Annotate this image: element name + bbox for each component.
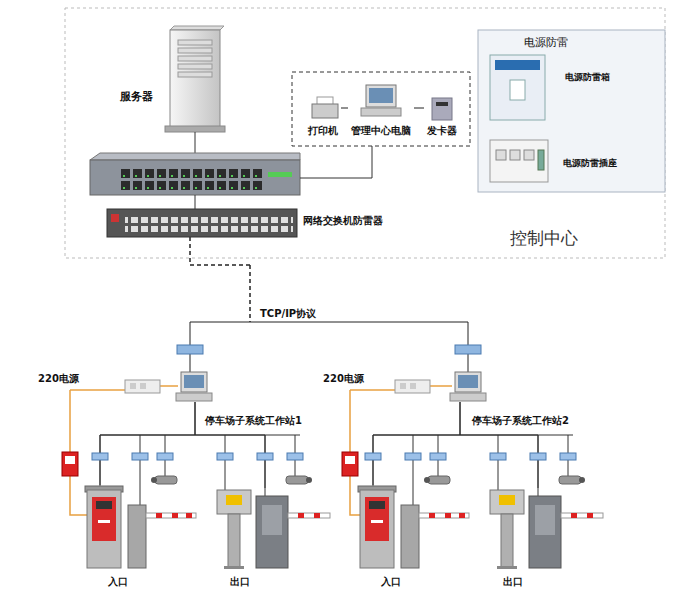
connector-segment	[250, 322, 468, 323]
node-label: 停车场子系统工作站1	[205, 415, 302, 427]
edge-label: TCP/IP协议	[258, 308, 318, 320]
pc-icon	[361, 85, 401, 116]
power-label: 220电源	[323, 373, 364, 385]
lane-equipment	[358, 435, 603, 569]
node-label: 电源防雷箱	[565, 72, 610, 83]
node-label: 管理中心电脑	[351, 125, 411, 137]
connector-segment	[190, 237, 191, 265]
connector-segment	[190, 322, 250, 323]
connector-segment	[190, 265, 250, 266]
node-label: 电源防雷插座	[563, 158, 617, 169]
wire	[195, 132, 196, 155]
entrance-node: 入口	[358, 485, 423, 590]
connector	[341, 108, 348, 109]
connector	[414, 108, 424, 109]
printer-node: 打印机	[305, 95, 341, 139]
workstation-pc	[450, 372, 486, 401]
dashed-group	[292, 72, 470, 146]
card-issuer-icon	[432, 98, 452, 120]
entrance-node: 入口	[85, 485, 150, 590]
exit-node: 出口	[478, 488, 548, 590]
protector-socket-node: 电源防雷插座	[485, 132, 657, 188]
wire	[195, 195, 196, 209]
node-label: 网络交换机防雷器	[303, 215, 383, 227]
node-label: 打印机	[308, 125, 338, 137]
node-label: 入口	[108, 576, 128, 588]
node-label: 服务器	[120, 90, 153, 103]
region-box: 控制中心 服务器打印机 管理中心电脑 发卡器 电源防雷电源防雷箱电源防雷插座网络交换机防…	[65, 8, 665, 258]
connector	[373, 402, 460, 485]
card-issuer-node: 发卡器	[424, 95, 460, 139]
surge-protector	[107, 209, 297, 237]
workstation-node: 停车场子系统工作站2	[450, 372, 486, 402]
power-protection-panel	[478, 30, 665, 192]
trunk-protectors	[177, 345, 481, 354]
connector-segment	[250, 265, 251, 322]
workstation-node: 停车场子系统工作站1	[176, 372, 212, 402]
node-label: 控制中心	[510, 228, 578, 248]
connector	[195, 402, 265, 488]
node-label: 电源防雷	[524, 36, 568, 49]
power-label: 220电源	[38, 373, 79, 385]
workstation-pc	[176, 372, 212, 401]
connector-segment	[190, 265, 250, 266]
pc-node: 管理中心电脑	[348, 82, 414, 139]
node-label: 停车场子系统工作站2	[472, 415, 569, 427]
connector-segment	[460, 402, 461, 435]
connector	[460, 402, 538, 488]
server-tower	[165, 26, 225, 132]
connector-segment	[414, 108, 424, 109]
connector-segment	[195, 402, 196, 435]
lane-equipment	[85, 435, 330, 569]
node-label: 发卡器	[427, 125, 457, 137]
node-label: 出口	[503, 576, 523, 588]
protector-box-node: 电源防雷箱	[485, 52, 657, 124]
connector-segment	[341, 108, 348, 109]
exit-node: 出口	[205, 488, 275, 590]
connector-segment	[250, 265, 251, 322]
connector	[100, 402, 195, 485]
server-node: 服务器	[115, 28, 225, 133]
connector-segment	[460, 402, 461, 435]
power-strip	[125, 380, 430, 393]
connector	[190, 237, 468, 372]
node-label: 入口	[381, 576, 401, 588]
switch-protector-node: 网络交换机防雷器	[107, 209, 297, 237]
wire	[300, 146, 372, 178]
network-switch	[90, 153, 300, 195]
node-label: 出口	[230, 576, 250, 588]
region-outline	[65, 8, 665, 258]
printer-icon	[312, 97, 338, 118]
connector-segment	[195, 402, 196, 435]
connector-segment	[190, 237, 191, 265]
power-panel-box: 电源防雷电源防雷箱电源防雷插座	[478, 30, 665, 192]
